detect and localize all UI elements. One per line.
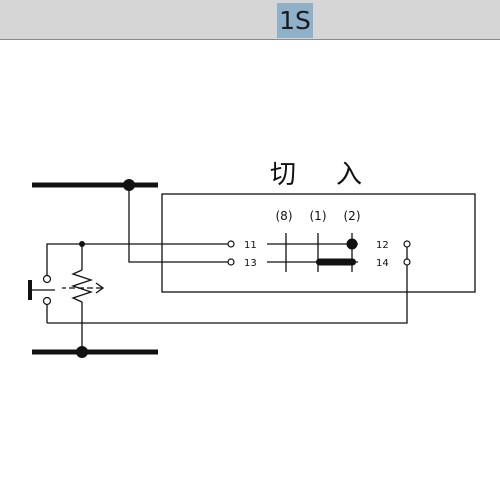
terminal-label-11: 11 [244,240,257,251]
position-label-2: (2) [344,209,361,223]
switch-contact-bottom [42,296,52,306]
junction-dot-top-bus [123,179,135,191]
mode-label-on: 入 [336,160,362,190]
mode-label-cut: 切 [270,160,296,190]
wire-junction-to-11 [46,243,231,272]
terminal-circle-12 [403,240,411,248]
position-label-1: (1) [310,209,327,223]
terminal-label-12: 12 [376,240,389,251]
switch-body-box [161,193,476,293]
page-title: 1S [277,3,313,38]
position-label-8: (8) [276,209,293,223]
contact-bridge [316,258,356,266]
resistor [70,269,94,303]
switch-contact-top [42,274,52,284]
terminal-circle-13 [227,258,235,266]
header-bar: 1S [0,0,500,40]
resistor-arrow-head [95,282,105,294]
terminal-label-14: 14 [376,258,389,269]
junction-dot-bottom-bus [76,346,88,358]
wire-top-to-13 [128,185,231,263]
terminal-circle-11 [227,240,235,248]
terminal-label-13: 13 [244,258,257,269]
contact-dot-12-pos2 [346,238,358,250]
terminal-circle-14 [403,258,411,266]
junction-dot-resistor [79,241,85,247]
wire-return-to-14 [47,262,408,324]
